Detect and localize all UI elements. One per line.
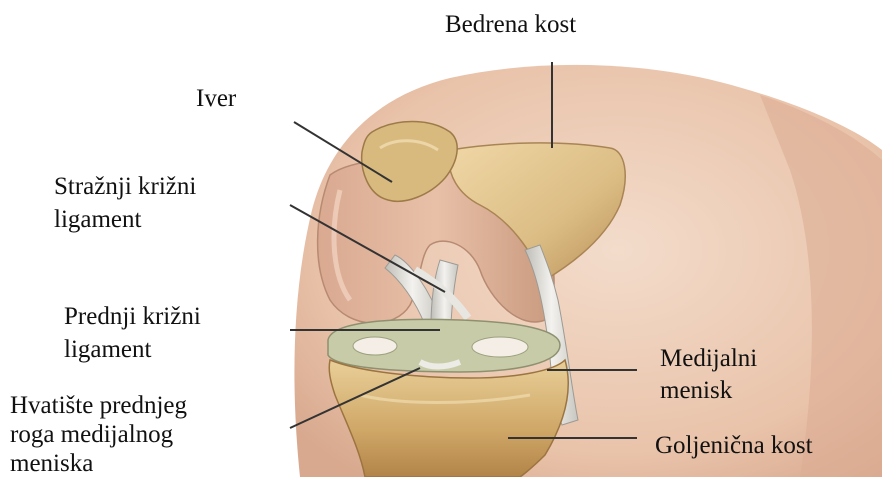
label-medial-meniscus-line2: menisk (660, 376, 732, 405)
tibia-bone (329, 360, 568, 477)
label-acl-line1: Prednji križni (64, 302, 201, 331)
label-insertion-line1: Hvatište prednjeg (10, 391, 187, 420)
label-acl-line2: ligament (64, 335, 151, 364)
label-patella: Iver (196, 84, 236, 113)
label-pcl-line2: ligament (54, 205, 141, 234)
label-medial-meniscus-line1: Medijalni (660, 344, 757, 373)
label-femur: Bedrena kost (445, 10, 576, 39)
label-pcl-line1: Stražnji križni (54, 172, 196, 201)
label-insertion-line3: meniska (10, 449, 93, 478)
label-insertion-line2: roga medijalnog (10, 420, 173, 449)
label-tibia: Goljenična kost (655, 431, 813, 460)
